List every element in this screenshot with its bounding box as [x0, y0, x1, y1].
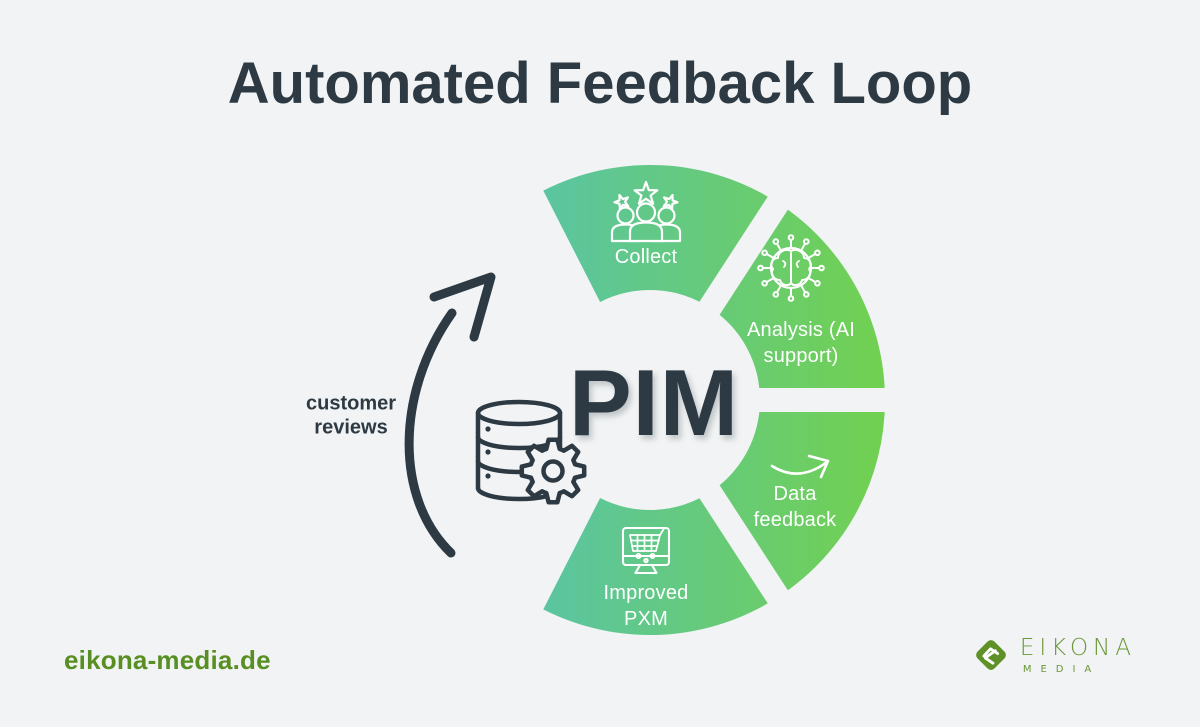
ai-circuit-spokes	[757, 234, 825, 302]
pim-center-label: PIM	[568, 350, 740, 455]
segment-divider	[691, 473, 799, 621]
monitor-frame	[621, 526, 671, 567]
eikona-logo: EIKONA MEDIA	[970, 635, 1136, 676]
customers-stars-icon	[610, 180, 682, 243]
person-body	[628, 221, 664, 243]
customer-reviews-label: customer reviews	[305, 392, 397, 438]
monitor-stand	[634, 563, 658, 575]
ai-brain-icon	[757, 234, 825, 302]
star-icon	[662, 193, 679, 211]
brain-squiggle	[795, 260, 800, 268]
brain-squiggle	[782, 260, 787, 268]
website-url: eikona-media.de	[64, 645, 271, 675]
monitor-cart-icon	[621, 526, 671, 575]
segment-dividers	[691, 179, 905, 621]
gear-hole	[541, 459, 565, 483]
segment-label-improved-pxm: Improved PXM	[603, 582, 689, 630]
segment-label-data-feedback: Data feedback	[753, 483, 837, 531]
segment-divider	[691, 179, 799, 327]
segment-label-collect: Collect	[614, 246, 678, 268]
database-gear-icon	[475, 399, 587, 505]
database-dot	[485, 473, 491, 479]
database-top	[475, 399, 563, 427]
swoosh-curve	[770, 460, 829, 475]
arrow-head	[429, 272, 496, 342]
logo-diamond-icon	[975, 640, 1006, 670]
logo-mark	[982, 647, 999, 665]
monitor-button	[643, 557, 649, 564]
person-head	[657, 206, 676, 225]
person-head	[616, 206, 635, 225]
person-head	[635, 202, 657, 223]
logo-media-label: MEDIA	[1022, 664, 1101, 676]
swoosh-head	[807, 454, 830, 479]
segment-label-analysis: Analysis (AI support)	[747, 319, 855, 367]
growth-arrow-icon	[770, 454, 830, 479]
curved-feedback-arrow	[404, 272, 496, 558]
page-title: Automated Feedback Loop	[227, 51, 973, 116]
logo-wordmark: EIKONA	[1019, 635, 1136, 661]
star-icon	[633, 180, 659, 205]
database-dot	[485, 449, 491, 455]
cart-glyph	[629, 527, 665, 559]
database-dot	[485, 426, 491, 432]
star-icon	[613, 193, 630, 211]
arrow-shaft	[404, 308, 457, 558]
